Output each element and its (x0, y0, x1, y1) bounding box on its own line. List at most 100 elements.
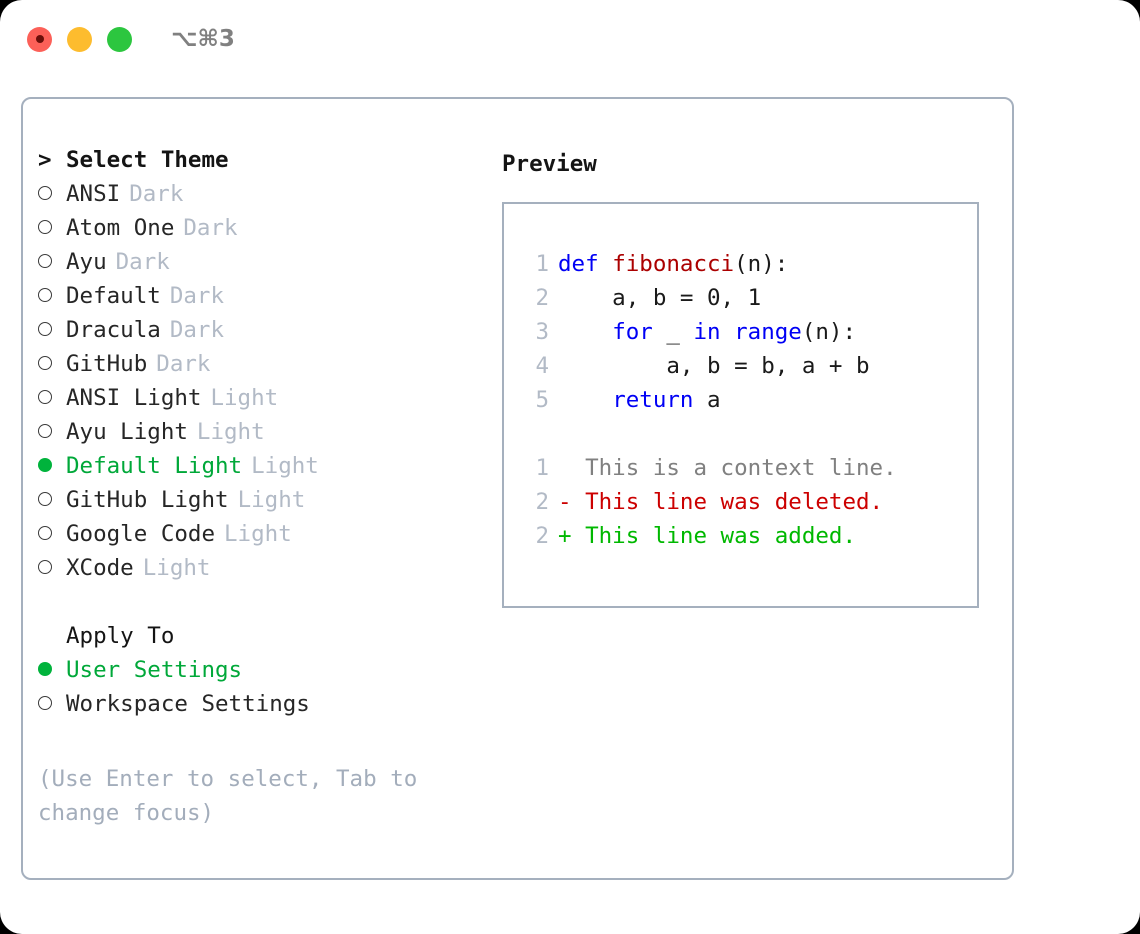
radio-circle (38, 220, 52, 234)
minimize-button[interactable] (67, 26, 92, 52)
code-line: 5 return a (521, 383, 897, 417)
theme-category-badge: Light (196, 419, 265, 445)
radio-unselected-icon[interactable] (38, 283, 66, 309)
code-token: fibonacci (612, 251, 735, 277)
apply-to-option[interactable]: User Settings (38, 657, 478, 691)
theme-name: Default (66, 283, 161, 309)
code-token: _ (652, 319, 694, 345)
theme-name: Ayu (66, 249, 107, 275)
list-spacer (38, 589, 478, 623)
radio-selected-icon[interactable] (38, 657, 66, 683)
radio-selected-icon[interactable] (38, 453, 66, 479)
radio-circle (38, 186, 52, 200)
code-token: return (612, 387, 694, 413)
code-diff-separator (521, 417, 897, 451)
radio-circle (38, 356, 52, 370)
radio-unselected-icon[interactable] (38, 555, 66, 581)
line-number: 1 (535, 251, 549, 277)
diff-sign: + (558, 523, 572, 549)
line-number: 2 (535, 523, 549, 549)
theme-list-item[interactable]: Dracula Dark (38, 317, 478, 351)
radio-circle (38, 390, 52, 404)
radio-circle (38, 458, 52, 472)
radio-unselected-icon[interactable] (38, 181, 66, 207)
theme-picker-header: > Select Theme (38, 147, 478, 181)
theme-name: ANSI (66, 181, 121, 207)
diff-sign: - (558, 489, 572, 515)
radio-unselected-icon[interactable] (38, 351, 66, 377)
radio-unselected-icon[interactable] (38, 419, 66, 445)
code-token (558, 387, 612, 413)
preview-title: Preview (502, 151, 597, 177)
radio-circle (38, 526, 52, 540)
diff-text: This line was added. (571, 523, 857, 549)
theme-list-item[interactable]: Default Dark (38, 283, 478, 317)
theme-name: Dracula (66, 317, 161, 343)
radio-unselected-icon[interactable] (38, 317, 66, 343)
theme-name: Atom One (66, 215, 175, 241)
radio-unselected-icon[interactable] (38, 215, 66, 241)
apply-to-option[interactable]: Workspace Settings (38, 691, 478, 725)
radio-unselected-icon[interactable] (38, 249, 66, 275)
radio-circle (38, 424, 52, 438)
theme-name: ANSI Light (66, 385, 202, 411)
radio-unselected-icon[interactable] (38, 385, 66, 411)
title-bar: ⌥⌘3 (0, 0, 1140, 78)
theme-picker-title: Select Theme (66, 147, 229, 173)
radio-circle (38, 288, 52, 302)
theme-name: Ayu Light (66, 419, 188, 445)
code-token: a (693, 387, 721, 413)
theme-list-item[interactable]: Ayu Light Light (38, 419, 478, 453)
code-line: 2 a, b = 0, 1 (521, 281, 897, 315)
radio-unselected-icon[interactable] (38, 521, 66, 547)
apply-to-label: Workspace Settings (66, 691, 310, 717)
theme-list-item[interactable]: GitHub Dark (38, 351, 478, 385)
radio-unselected-icon[interactable] (38, 487, 66, 513)
radio-unselected-icon[interactable] (38, 691, 66, 717)
code-token: a, b = b, a + b (558, 353, 870, 379)
close-icon (35, 35, 44, 43)
theme-category-badge: Dark (169, 283, 225, 309)
theme-category-badge: Dark (169, 317, 225, 343)
line-number: 5 (535, 387, 549, 413)
diff-line: 2- This line was deleted. (521, 485, 897, 519)
code-token: def (558, 251, 613, 277)
line-number: 2 (535, 489, 549, 515)
close-button[interactable] (27, 26, 52, 52)
theme-category-badge: Dark (156, 351, 211, 377)
theme-name: Default Light (66, 453, 243, 479)
theme-category-badge: Dark (115, 249, 170, 275)
code-token (558, 319, 612, 345)
line-number: 4 (535, 353, 549, 379)
code-line: 4 a, b = b, a + b (521, 349, 897, 383)
line-number: 3 (535, 319, 549, 345)
apply-to-title: Apply To (66, 623, 175, 649)
code-token: in range (693, 319, 802, 345)
radio-circle (38, 254, 52, 268)
keyboard-hint: (Use Enter to select, Tab to change focu… (38, 766, 418, 826)
prompt-arrow-icon: > (38, 147, 52, 173)
theme-name: GitHub (66, 351, 148, 377)
maximize-button[interactable] (107, 26, 132, 52)
theme-name: Google Code (66, 521, 216, 547)
keyboard-shortcut-label: ⌥⌘3 (171, 26, 235, 52)
radio-circle (38, 696, 52, 710)
diff-sign (558, 455, 572, 481)
radio-circle (38, 662, 52, 676)
theme-list-item[interactable]: Ayu Dark (38, 249, 478, 283)
diff-text: This line was deleted. (571, 489, 884, 515)
theme-category-badge: Light (142, 555, 211, 581)
